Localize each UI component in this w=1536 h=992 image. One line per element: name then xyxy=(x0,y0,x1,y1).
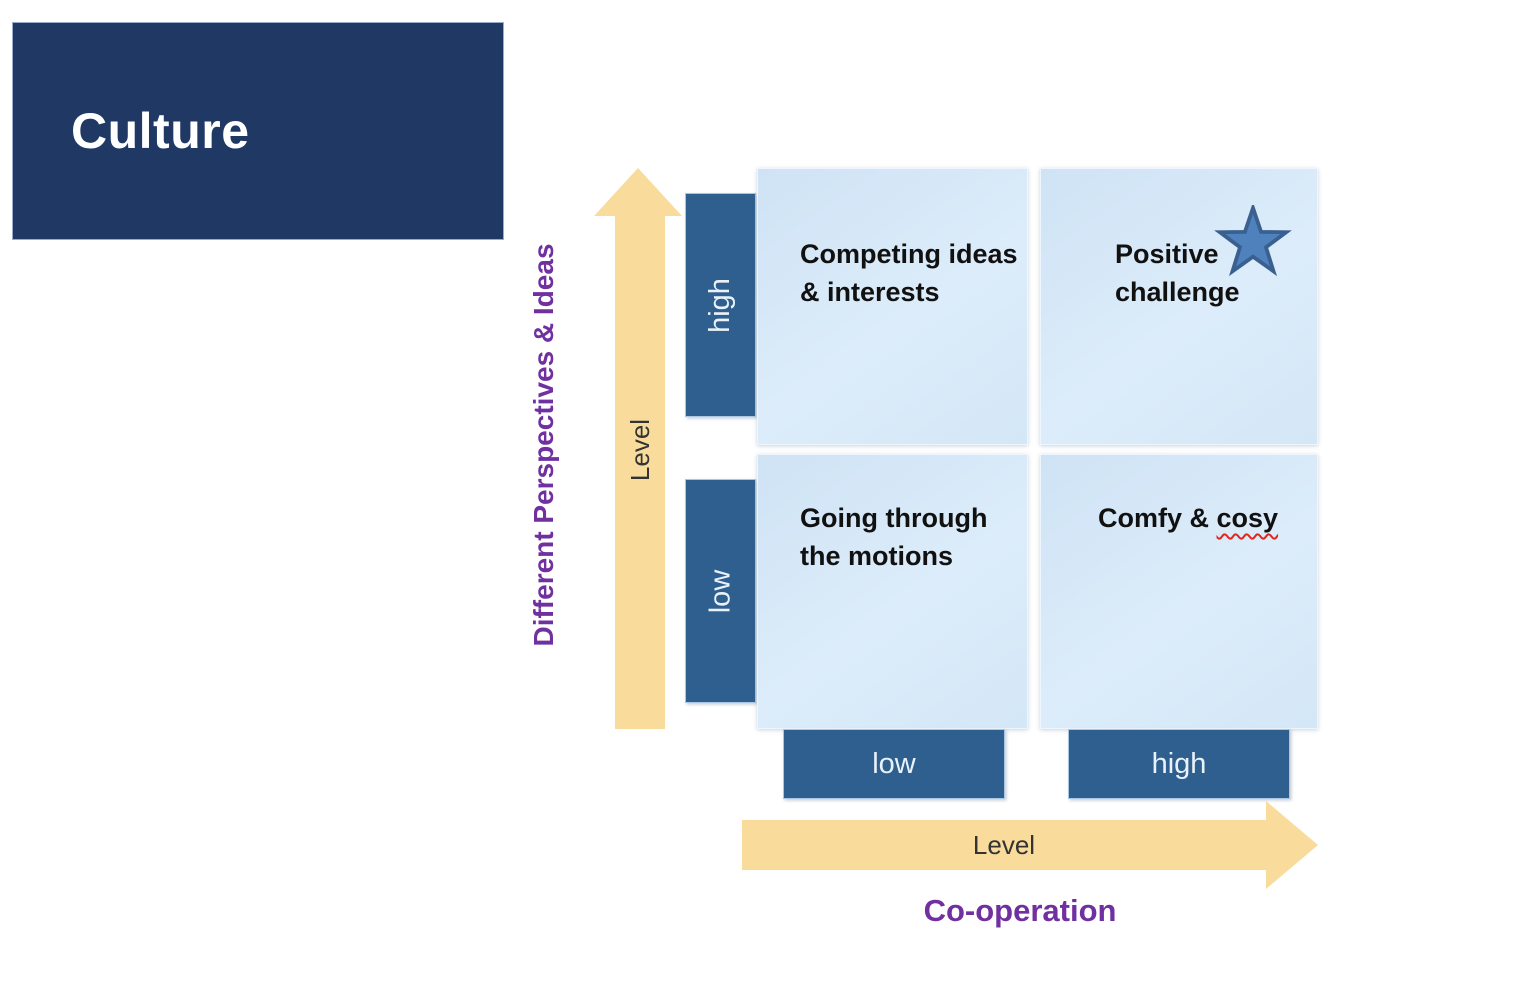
y-axis-tick-low-label: low xyxy=(703,569,736,613)
quadrant-bottom-right-label-prefix: Comfy & xyxy=(1098,503,1217,533)
quadrant-top-right-label-line2: challenge xyxy=(1115,277,1240,307)
y-axis-arrow-head-icon xyxy=(594,168,682,216)
slide-title-bar: Culture xyxy=(12,22,504,240)
x-axis-tick-high-label: high xyxy=(1151,747,1207,780)
quadrant-bottom-right-label: Comfy & cosy xyxy=(1098,499,1317,537)
x-axis-tick-high: high xyxy=(1068,729,1290,799)
x-axis-arrow-head-icon xyxy=(1266,801,1318,889)
quadrant-top-left-label-line2: & interests xyxy=(800,277,940,307)
y-axis-tick-high: high xyxy=(685,193,756,417)
x-axis-arrow-label: Level xyxy=(972,829,1036,860)
star-icon xyxy=(1214,205,1292,277)
quadrant-top-right: Positive challenge xyxy=(1040,168,1318,445)
x-axis-tick-low: low xyxy=(783,729,1005,799)
x-axis-tick-low-label: low xyxy=(872,747,916,780)
slide-title: Culture xyxy=(71,103,250,159)
quadrant-top-right-label-line1: Positive xyxy=(1115,239,1219,269)
quadrant-top-left-label-line1: Competing ideas xyxy=(800,239,1018,269)
y-axis-arrow-label: Level xyxy=(625,418,655,482)
x-axis-title: Co-operation xyxy=(923,893,1117,928)
quadrant-bottom-left-label-line2: the motions xyxy=(800,541,953,571)
quadrant-bottom-right: Comfy & cosy xyxy=(1040,454,1318,729)
quadrant-top-left: Competing ideas & interests xyxy=(757,168,1028,445)
misspelled-word: cosy xyxy=(1216,503,1279,533)
quadrant-bottom-left: Going through the motions xyxy=(757,454,1028,729)
y-axis-title: Different Perspectives & Ideas xyxy=(528,243,559,647)
y-axis-tick-low: low xyxy=(685,479,756,703)
y-axis-arrow xyxy=(615,215,665,729)
y-axis-tick-high-label: high xyxy=(703,277,736,333)
x-axis-arrow: Level xyxy=(742,820,1266,870)
quadrant-bottom-left-label-line1: Going through xyxy=(800,503,988,533)
